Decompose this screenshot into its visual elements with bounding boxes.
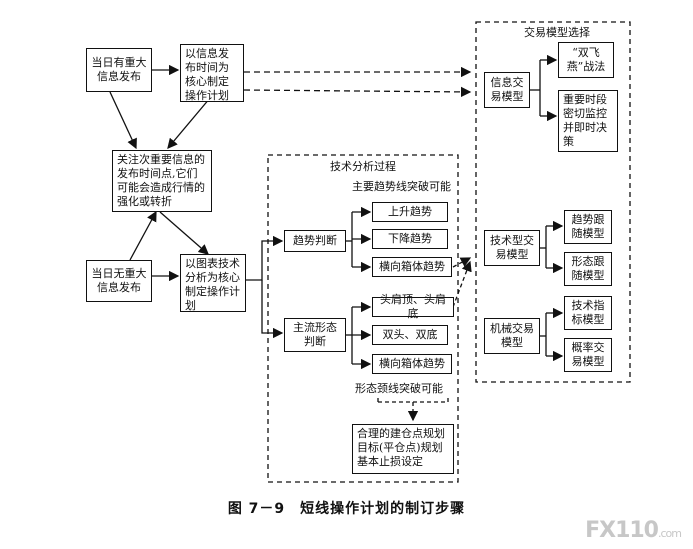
focus-box: 关注次重要信息的发布时间点,它们可能会造成行情的强化或转折 [112,150,212,212]
major-info-label: 当日有重大信息发布 [91,56,147,83]
figure-caption: 图 7－9 短线操作计划的制订步骤 [227,501,466,517]
tech-analysis-region [267,154,459,483]
side-box-2: 横向箱体趋势 [372,354,452,374]
up-trend-label: 上升趋势 [388,205,432,218]
indicator-label: 技术指标模型 [571,299,605,326]
pattern-follow-box: 形态跟随模型 [564,252,612,286]
info-plan-box: 以信息发布时间为核心制定操作计划 [180,44,244,102]
side-box-2-label: 横向箱体趋势 [379,357,445,370]
trend-judge-box: 趋势判断 [284,230,346,252]
up-trend-box: 上升趋势 [372,202,448,222]
side-box-1-label: 横向箱体趋势 [379,260,445,273]
pattern-follow-label: 形态跟随模型 [571,255,605,282]
double-fly-label: “双飞燕”战法 [566,46,606,73]
trend-judge-label: 趋势判断 [293,234,337,247]
trend-title: 主要趋势线突破可能 [352,180,451,193]
side-box-1: 横向箱体趋势 [372,257,452,277]
probability-label: 概率交易模型 [571,341,605,368]
probability-box: 概率交易模型 [564,338,612,372]
tech-title: 技术分析过程 [330,160,396,173]
watermark-logo: FX110.com [585,518,682,543]
monitor-label: 重要时段密切监控并即时决策 [563,93,607,148]
trend-follow-box: 趋势跟随模型 [564,210,612,244]
trade-model-region [475,21,631,383]
pattern-judge-label: 主流形态判断 [293,321,337,348]
info-model-box: 信息交易模型 [484,72,530,108]
down-trend-box: 下降趋势 [372,229,448,249]
mech-model-box: 机械交易模型 [484,318,540,354]
pattern-judge-box: 主流形态判断 [284,318,346,352]
mech-model-label: 机械交易模型 [490,322,534,349]
trend-follow-label: 趋势跟随模型 [571,213,605,240]
no-major-info-box: 当日无重大信息发布 [86,260,152,302]
tech-model-box: 技术型交易模型 [484,230,540,266]
chart-plan-label: 以图表技术分析为核心制定操作计划 [185,257,240,312]
major-info-box: 当日有重大信息发布 [86,48,152,92]
head-shoulders-label: 头肩顶、头肩底 [380,293,446,320]
double-fly-box: “双飞燕”战法 [558,42,614,78]
chart-plan-box: 以图表技术分析为核心制定操作计划 [180,254,246,312]
watermark-text: FX110 [585,518,659,543]
focus-label: 关注次重要信息的发布时间点,它们可能会造成行情的强化或转折 [117,153,205,208]
monitor-box: 重要时段密切监控并即时决策 [558,90,618,152]
plan-box: 合理的建仓点规划 目标(平仓点)规划 基本止损设定 [352,424,454,474]
watermark-suffix: .com [658,527,682,540]
indicator-box: 技术指标模型 [564,296,612,330]
plan-label: 合理的建仓点规划 目标(平仓点)规划 基本止损设定 [357,427,445,468]
tech-model-label: 技术型交易模型 [490,234,534,261]
head-shoulders-box: 头肩顶、头肩底 [372,293,454,320]
double-top-label: 双头、双底 [382,328,438,341]
info-plan-label: 以信息发布时间为核心制定操作计划 [185,47,229,102]
down-trend-label: 下降趋势 [388,232,432,245]
pattern-title: 形态颈线突破可能 [355,382,443,395]
no-major-info-label: 当日无重大信息发布 [91,267,147,294]
info-model-label: 信息交易模型 [490,76,524,103]
models-title: 交易模型选择 [524,26,590,39]
double-top-box: 双头、双底 [372,325,448,345]
